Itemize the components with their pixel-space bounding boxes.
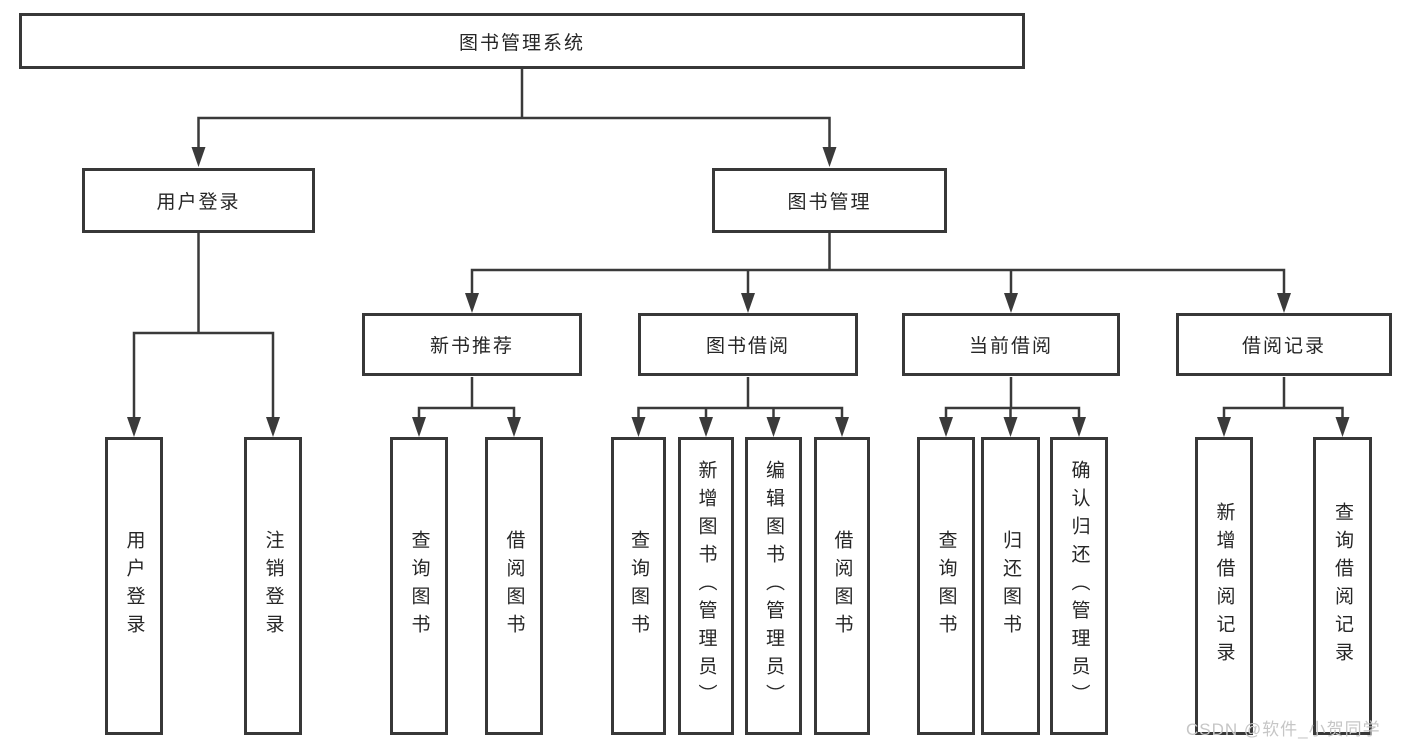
leaf-user-login: 用户登录 (105, 437, 163, 735)
leaf-query-books-recommend: 查询图书 (390, 437, 448, 735)
node-borrow-record: 借阅记录 (1176, 313, 1392, 376)
node-book-borrow: 图书借阅 (638, 313, 858, 376)
node-book-management: 图书管理 (712, 168, 947, 233)
leaf-confirm-return-admin: 确认归还（管理员） (1050, 437, 1108, 735)
leaf-return-books: 归还图书 (981, 437, 1040, 735)
leaf-edit-books-admin: 编辑图书（管理员） (745, 437, 802, 735)
csdn-watermark: CSDN @软件_小贺同学 (1186, 720, 1381, 739)
leaf-logout: 注销登录 (244, 437, 302, 735)
node-new-book-recommend: 新书推荐 (362, 313, 582, 376)
node-library-system: 图书管理系统 (19, 13, 1025, 69)
leaf-add-books-admin: 新增图书（管理员） (678, 437, 734, 735)
leaf-query-borrow-record: 查询借阅记录 (1313, 437, 1372, 735)
node-user-login: 用户登录 (82, 168, 315, 233)
leaf-borrow-books-recommend: 借阅图书 (485, 437, 543, 735)
node-current-borrow: 当前借阅 (902, 313, 1120, 376)
leaf-query-books-borrow: 查询图书 (611, 437, 666, 735)
leaf-add-borrow-record: 新增借阅记录 (1195, 437, 1253, 735)
leaf-borrow-books: 借阅图书 (814, 437, 870, 735)
leaf-query-books-current: 查询图书 (917, 437, 975, 735)
